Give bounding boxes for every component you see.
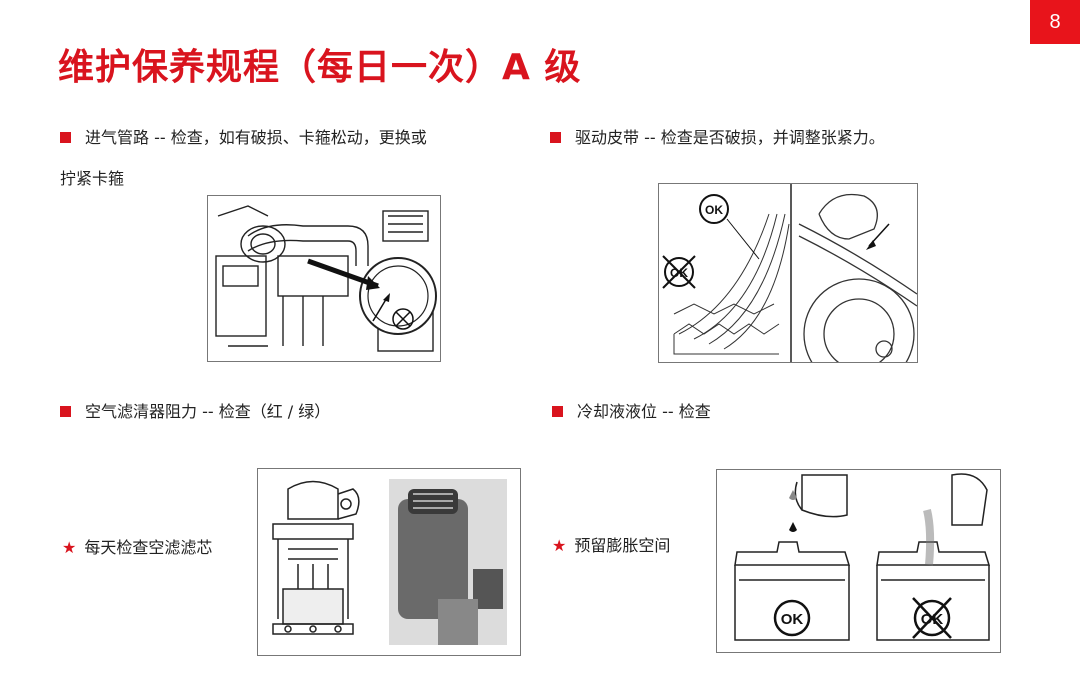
intake-pipe-figure <box>207 195 441 362</box>
page-number: 8 <box>1030 0 1080 44</box>
belt-item: 驱动皮带 -- 检查是否破损，并调整张紧力。 <box>550 130 885 146</box>
expansion-text: 预留膨胀空间 <box>574 536 671 555</box>
bullet-square-icon <box>552 406 563 417</box>
intake-text-line1: 进气管路 -- 检查，如有破损、卡箍松动，更换或 <box>85 128 427 147</box>
intake-item: 进气管路 -- 检查，如有破损、卡箍松动，更换或 <box>60 130 427 146</box>
expansion-note: ★ 预留膨胀空间 <box>552 538 670 554</box>
bullet-square-icon <box>60 132 71 143</box>
air-filter-figure <box>257 468 521 656</box>
page-title: 维护保养规程（每日一次）A 级 <box>58 47 582 88</box>
belt-text: 驱动皮带 -- 检查是否破损，并调整张紧力。 <box>575 128 885 147</box>
belt-ok-label: OK <box>705 203 723 217</box>
belt-figure: OK OK <box>658 183 918 363</box>
coolant-text: 冷却液液位 -- 检查 <box>577 402 711 421</box>
bullet-square-icon <box>550 132 561 143</box>
filter-daily-text: 每天检查空滤滤芯 <box>84 538 213 557</box>
star-icon: ★ <box>62 538 77 557</box>
air-filter-illustration <box>272 479 507 645</box>
star-icon: ★ <box>552 536 567 555</box>
coolant-tank-illustration: OK OK <box>734 473 991 641</box>
coolant-ok-label: OK <box>781 611 804 628</box>
filter-daily-note: ★ 每天检查空滤滤芯 <box>62 540 212 556</box>
engine-intake-illustration <box>215 205 437 352</box>
drive-belt-illustration: OK OK <box>662 184 917 362</box>
intake-text-line2: 拧紧卡箍 <box>60 169 125 188</box>
bullet-square-icon <box>60 406 71 417</box>
air-filter-item: 空气滤清器阻力 -- 检查（红 / 绿） <box>60 404 330 420</box>
air-filter-text: 空气滤清器阻力 -- 检查（红 / 绿） <box>85 402 331 421</box>
coolant-item: 冷却液液位 -- 检查 <box>552 404 711 420</box>
coolant-figure: OK OK <box>716 469 1001 653</box>
